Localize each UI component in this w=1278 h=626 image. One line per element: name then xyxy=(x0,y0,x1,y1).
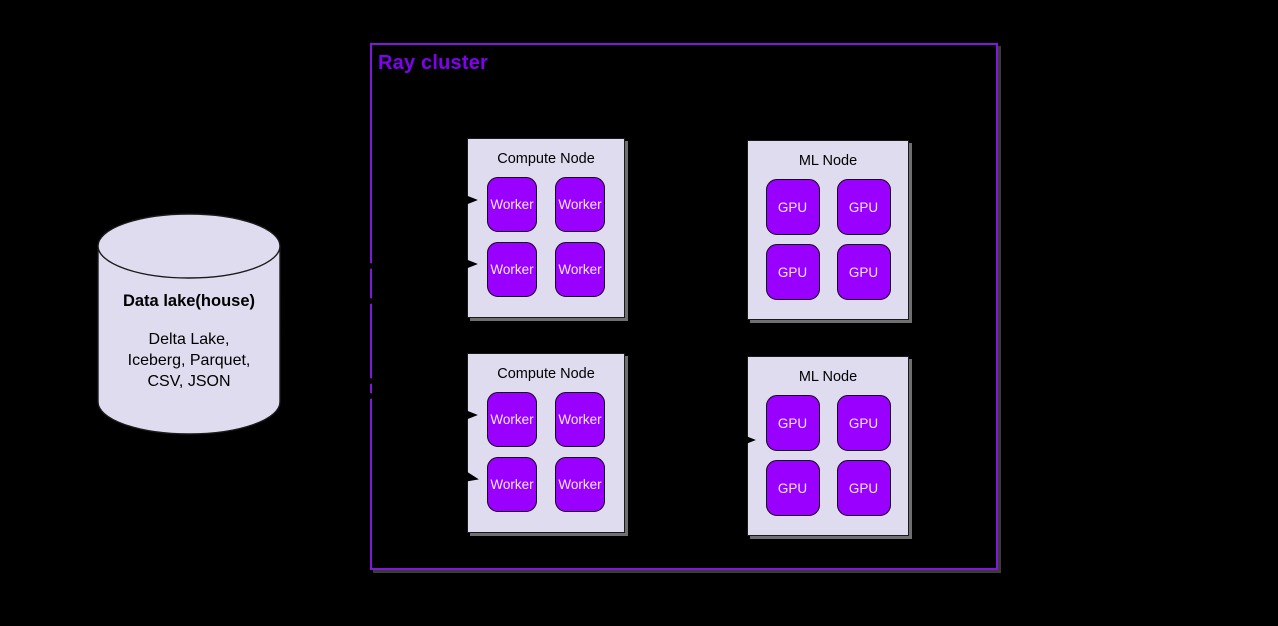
worker-unit[interactable]: Worker xyxy=(555,177,605,232)
node-title: Compute Node xyxy=(497,151,595,167)
gpu-unit[interactable]: GPU xyxy=(836,179,891,235)
connector-line xyxy=(280,309,371,381)
unit-grid: GPU GPU GPU GPU xyxy=(748,395,908,516)
unit-grid: Worker Worker Worker Worker xyxy=(468,392,624,512)
unit-grid: Worker Worker Worker Worker xyxy=(468,177,624,297)
node-title: Compute Node xyxy=(497,366,595,382)
unit-grid: GPU GPU GPU GPU xyxy=(748,179,908,300)
gpu-unit[interactable]: GPU xyxy=(836,244,891,300)
gpu-unit[interactable]: GPU xyxy=(765,179,820,235)
ray-cluster-title: Ray cluster xyxy=(378,52,489,74)
node-ml-1[interactable]: ML Node GPU GPU GPU GPU xyxy=(747,140,909,320)
node-title: ML Node xyxy=(798,153,858,169)
gpu-unit[interactable]: GPU xyxy=(836,460,891,516)
cylinder-shape xyxy=(97,213,281,435)
worker-unit[interactable]: Worker xyxy=(555,242,605,297)
node-compute-1[interactable]: Compute Node Worker Worker Worker Worker xyxy=(467,138,625,318)
data-lake-cylinder[interactable]: Data lake(house) Delta Lake, Iceberg, Pa… xyxy=(97,213,281,435)
worker-unit[interactable]: Worker xyxy=(487,177,537,232)
node-compute-2[interactable]: Compute Node Worker Worker Worker Worker xyxy=(467,353,625,533)
ray-cluster-container[interactable]: Compute Node Worker Worker Worker Worker… xyxy=(370,43,998,570)
worker-unit[interactable]: Worker xyxy=(487,457,537,512)
gpu-unit[interactable]: GPU xyxy=(765,460,820,516)
node-ml-2[interactable]: ML Node GPU GPU GPU GPU xyxy=(747,356,909,536)
connector-line xyxy=(280,329,371,396)
connector-line xyxy=(280,264,371,301)
worker-unit[interactable]: Worker xyxy=(555,457,605,512)
node-title: ML Node xyxy=(798,369,858,385)
worker-unit[interactable]: Worker xyxy=(487,392,537,447)
gpu-unit[interactable]: GPU xyxy=(765,395,820,451)
gpu-unit[interactable]: GPU xyxy=(765,244,820,300)
gpu-unit[interactable]: GPU xyxy=(836,395,891,451)
connector-line xyxy=(280,299,371,321)
worker-unit[interactable]: Worker xyxy=(487,242,537,297)
worker-unit[interactable]: Worker xyxy=(555,392,605,447)
